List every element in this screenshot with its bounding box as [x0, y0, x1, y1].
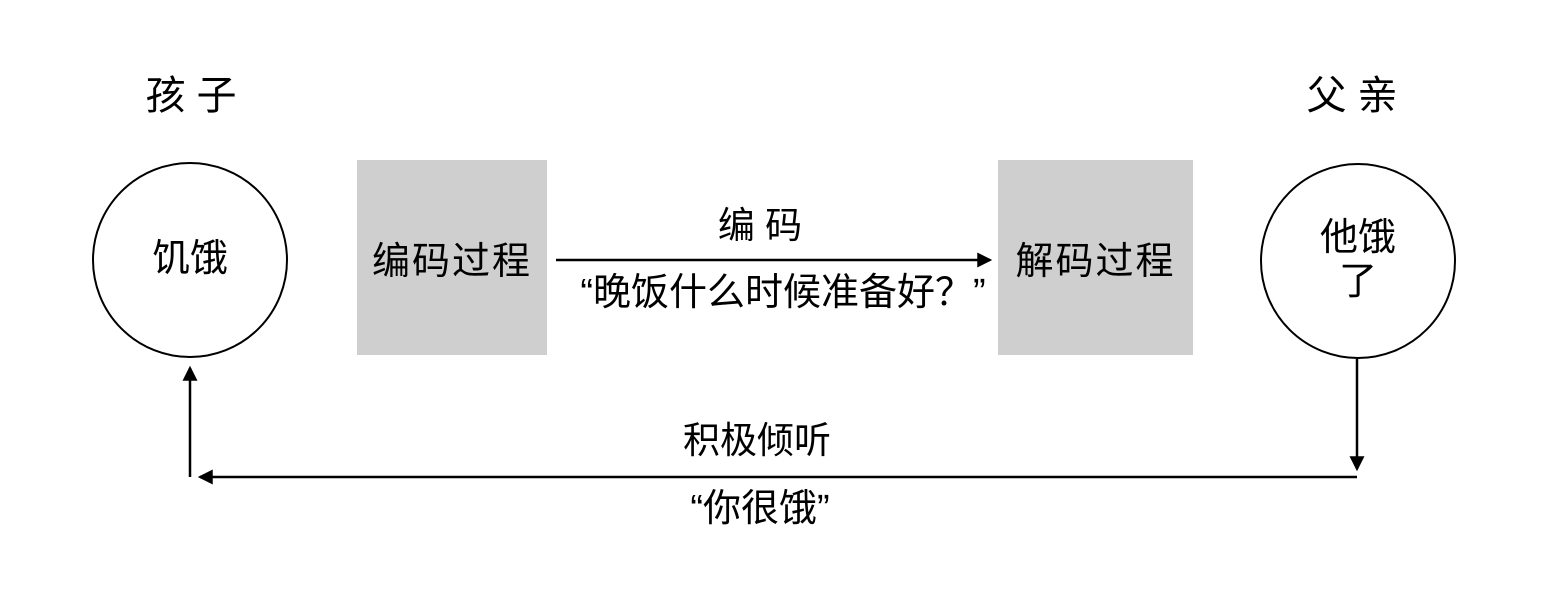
message-quote-label: “晚饭什么时候准备好？” — [580, 272, 986, 314]
encode-process-box: 编码过程 — [357, 160, 547, 355]
he-is-hungry-label: 他饿 了 — [1320, 217, 1396, 304]
decode-process-label: 解码过程 — [1015, 241, 1176, 283]
active-listening-label: 积极倾听 — [683, 420, 831, 461]
encode-process-label: 编码过程 — [371, 241, 532, 283]
encode-arrow-label: 编 码 — [717, 205, 803, 246]
he-is-hungry-line1: 他饿 — [1319, 217, 1396, 260]
feedback-quote-label: “你很饿” — [690, 488, 830, 530]
he-is-hungry-line2: 了 — [1338, 261, 1377, 303]
decode-process-box: 解码过程 — [998, 160, 1193, 355]
hunger-state-circle: 饥饿 — [92, 162, 288, 358]
he-is-hungry-circle: 他饿 了 — [1260, 163, 1456, 359]
child-title: 孩 子 — [145, 74, 237, 118]
hunger-state-label: 饥饿 — [151, 238, 228, 281]
father-title: 父 亲 — [1306, 74, 1398, 118]
